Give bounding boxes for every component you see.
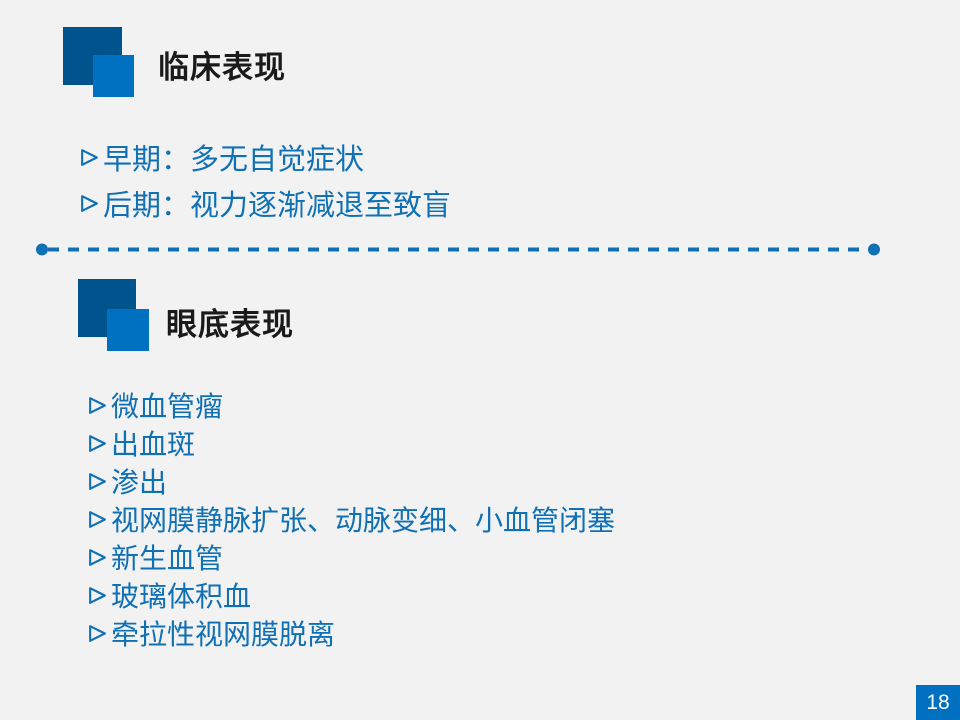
arrowhead-bullet-icon <box>87 623 108 644</box>
section-title-clinical: 临床表现 <box>158 50 286 85</box>
fundus-bullet-list: 微血管瘤 出血斑 渗出 视网膜静脉扩张、动脉变细、小血管闭塞 新生血管 <box>87 386 615 652</box>
arrowhead-bullet-icon <box>87 509 108 530</box>
list-item-text: 后期：视力逐渐减退至致盲 <box>103 190 452 222</box>
list-item: 玻璃体积血 <box>87 576 615 614</box>
list-item-text: 早期：多无自觉症状 <box>103 144 365 176</box>
page-number-badge: 18 <box>916 685 960 720</box>
arrowhead-bullet-icon <box>79 193 100 214</box>
arrowhead-bullet-icon <box>87 547 108 568</box>
overlapping-squares-icon <box>63 27 138 99</box>
list-item: 出血斑 <box>87 424 615 462</box>
list-item-text: 渗出 <box>111 468 168 499</box>
list-item: 牵拉性视网膜脱离 <box>87 614 615 652</box>
list-item-text: 微血管瘤 <box>111 392 224 423</box>
arrowhead-bullet-icon <box>87 433 108 454</box>
clinical-bullet-list: 早期：多无自觉症状 后期：视力逐渐减退至致盲 <box>79 134 451 226</box>
section-divider <box>36 243 880 256</box>
list-item: 视网膜静脉扩张、动脉变细、小血管闭塞 <box>87 500 615 538</box>
arrowhead-bullet-icon <box>87 471 108 492</box>
light-square-icon <box>107 309 149 351</box>
list-item-text: 新生血管 <box>111 544 224 575</box>
arrowhead-bullet-icon <box>87 395 108 416</box>
list-item: 新生血管 <box>87 538 615 576</box>
list-item: 早期：多无自觉症状 <box>79 134 451 180</box>
overlapping-squares-icon <box>78 279 153 353</box>
section-title-fundus: 眼底表现 <box>166 307 294 342</box>
list-item-text: 玻璃体积血 <box>111 582 252 613</box>
list-item: 微血管瘤 <box>87 386 615 424</box>
list-item-text: 出血斑 <box>111 430 196 461</box>
list-item: 渗出 <box>87 462 615 500</box>
light-square-icon <box>93 55 134 97</box>
arrowhead-bullet-icon <box>79 147 100 168</box>
list-item-text: 视网膜静脉扩张、动脉变细、小血管闭塞 <box>111 506 616 537</box>
arrowhead-bullet-icon <box>87 585 108 606</box>
list-item: 后期：视力逐渐减退至致盲 <box>79 180 451 226</box>
list-item-text: 牵拉性视网膜脱离 <box>111 620 336 651</box>
page-number: 18 <box>926 690 950 714</box>
